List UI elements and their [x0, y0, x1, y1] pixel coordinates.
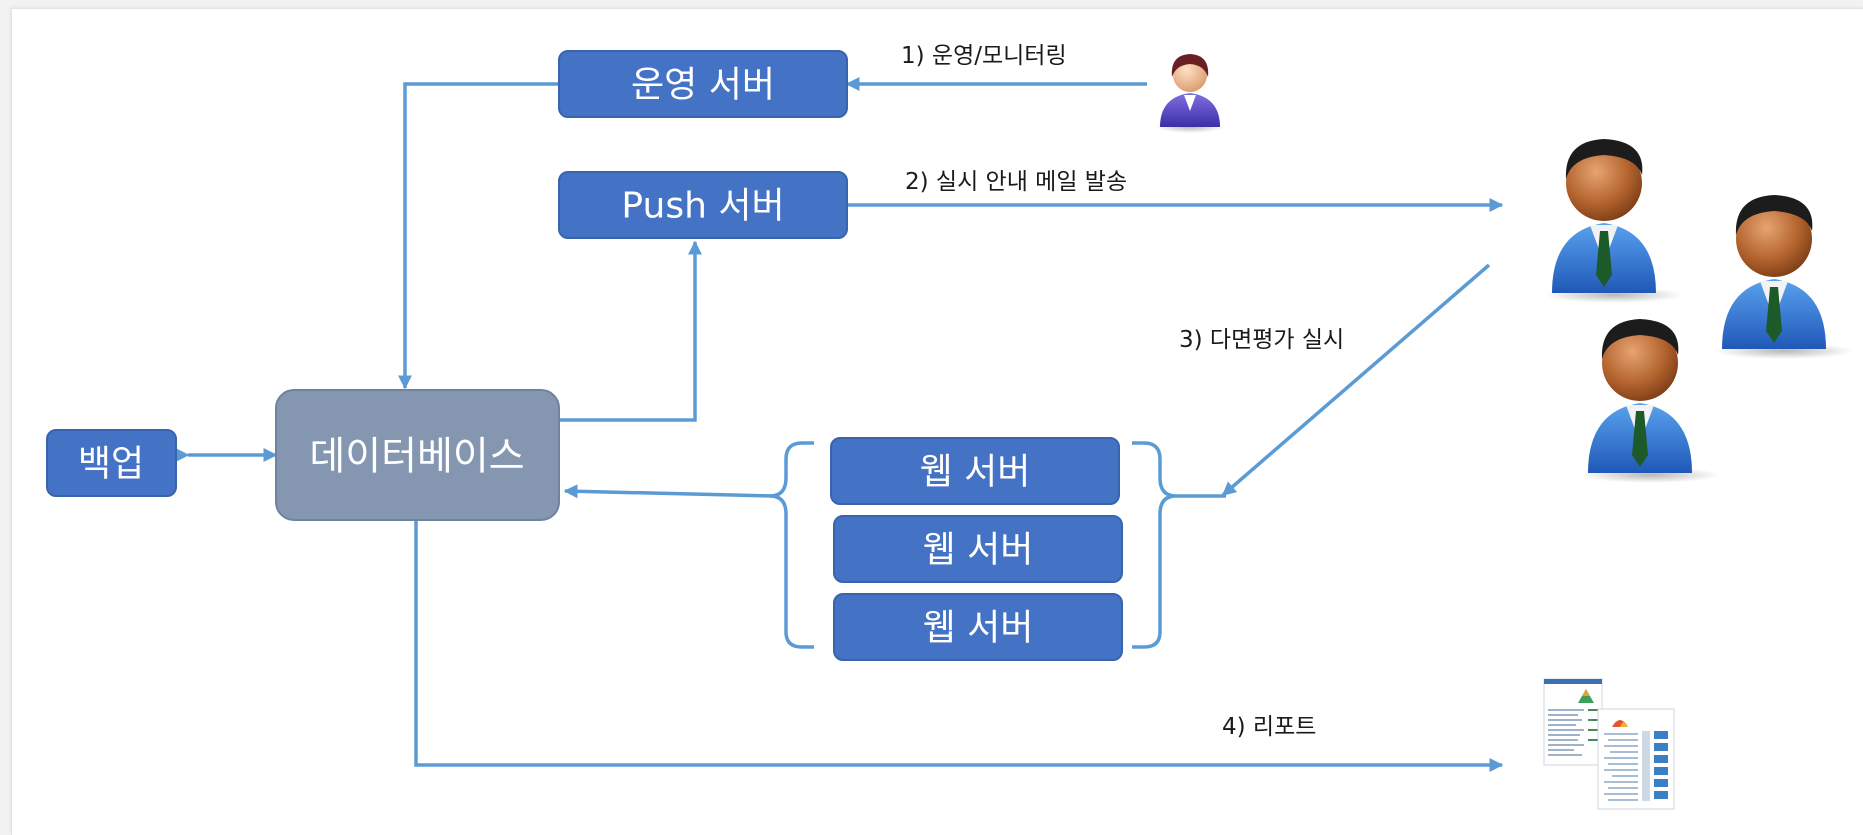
backup-label: 백업 — [78, 444, 144, 485]
system-architecture-diagram: 운영 서버 Push 서버 데이터베이스 백업 웹 서버 웹 서버 웹 서버 1… — [46, 43, 1854, 810]
web-server-node: 웹 서버 — [830, 437, 1120, 505]
database-node: 데이터베이스 — [275, 389, 560, 521]
web-group-left-bracket — [769, 441, 814, 649]
push-server-node: Push 서버 — [558, 171, 848, 239]
ops-server-node: 운영 서버 — [558, 50, 848, 118]
ops-to-database-arrow — [398, 82, 559, 390]
diagram-canvas: 운영 서버 Push 서버 데이터베이스 백업 웹 서버 웹 서버 웹 서버 1… — [11, 8, 1863, 835]
monitoring-label: 1) 운영/모니터링 — [901, 43, 1067, 69]
businessman-users-icon — [1544, 139, 1854, 483]
web-server-label: 웹 서버 — [920, 452, 1031, 493]
web-server-node: 웹 서버 — [833, 515, 1123, 583]
web-server-label: 웹 서버 — [923, 530, 1034, 571]
web-to-database-arrow — [563, 484, 776, 499]
push-server-label: Push 서버 — [621, 186, 784, 227]
female-operator-user-icon — [1156, 54, 1224, 133]
backup-node: 백업 — [46, 429, 177, 497]
evaluation-label: 3) 다면평가 실시 — [1179, 327, 1344, 353]
report-label: 4) 리포트 — [1222, 714, 1316, 740]
web-server-label: 웹 서버 — [923, 608, 1034, 649]
web-server-node: 웹 서버 — [833, 593, 1123, 661]
database-label: 데이터베이스 — [309, 435, 524, 480]
users-to-web-arrow — [1221, 263, 1491, 497]
web-group-right-bracket — [1132, 441, 1226, 649]
report-document-icon — [1543, 678, 1675, 810]
database-to-report-arrow — [414, 520, 1504, 772]
mail-label: 2) 실시 안내 메일 발송 — [905, 169, 1127, 195]
database-to-push-arrow — [559, 240, 702, 422]
ops-server-label: 운영 서버 — [631, 65, 775, 106]
